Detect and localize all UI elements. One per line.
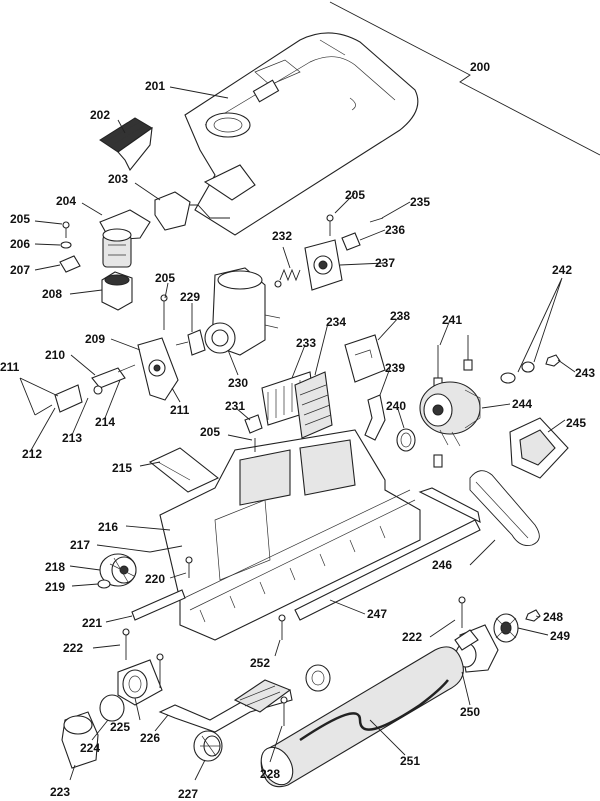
- part-226-linkage: [158, 679, 293, 733]
- part-label-231: 231: [225, 399, 245, 413]
- part-245: [509, 417, 569, 479]
- part-238: [344, 334, 386, 383]
- part-218-wheel: [99, 553, 137, 587]
- part-232-spring: [279, 268, 301, 282]
- part-label-200: 200: [470, 60, 490, 74]
- part-221-bar: [131, 589, 186, 621]
- part-229: [187, 329, 206, 356]
- parts-242-243: [500, 354, 561, 384]
- part-251-brush-roll: [260, 646, 464, 788]
- part-label-227: 227: [178, 787, 198, 801]
- part-label-215: 215: [112, 461, 132, 475]
- part-230-fan-housing: [204, 267, 281, 356]
- part-208: [101, 271, 133, 311]
- part-label-251: 251: [400, 754, 420, 768]
- part-label-204: 204: [56, 194, 76, 208]
- part-label-243: 243: [575, 366, 595, 380]
- part-label-244: 244: [512, 397, 532, 411]
- part-label-239: 239: [385, 361, 405, 375]
- part-label-229: 229: [180, 290, 200, 304]
- part-label-202: 202: [90, 108, 110, 122]
- part-label-238: 238: [390, 309, 410, 323]
- part-label-226: 226: [140, 731, 160, 745]
- part-label-224: 224: [80, 741, 100, 755]
- part-label-232: 232: [272, 229, 292, 243]
- part-234-filter: [294, 371, 333, 439]
- part-label-246: 246: [432, 558, 452, 572]
- part-239: [364, 394, 386, 441]
- part-label-235: 235: [410, 195, 430, 209]
- part-label-211b: 211: [170, 403, 190, 417]
- part-249-gear: [493, 613, 519, 643]
- part-204-motor-housing: [99, 209, 151, 268]
- part-label-252: 252: [250, 656, 270, 670]
- part-215: [148, 447, 220, 493]
- part-247-bar: [294, 519, 481, 621]
- part-label-230: 230: [228, 376, 248, 390]
- part-209-bracket: [137, 294, 179, 401]
- part-246-belt: [469, 470, 540, 546]
- part-label-205b: 205: [155, 271, 175, 285]
- part-label-210: 210: [45, 348, 65, 362]
- part-label-247: 247: [367, 607, 387, 621]
- part-label-245: 245: [566, 416, 586, 430]
- part-202: [99, 117, 153, 172]
- part-label-241: 241: [442, 313, 462, 327]
- part-label-206: 206: [10, 237, 30, 251]
- part-label-214: 214: [95, 415, 115, 429]
- switch-assembly: [34, 364, 136, 416]
- part-label-248: 248: [543, 610, 563, 624]
- part-label-216: 216: [98, 520, 118, 534]
- part-label-217: 217: [70, 538, 90, 552]
- part-label-242: 242: [552, 263, 572, 277]
- part-label-220: 220: [145, 572, 165, 586]
- part-label-222b: 222: [402, 630, 422, 644]
- part-drawings: [34, 1, 600, 788]
- part-237-plate: [304, 239, 343, 291]
- part-label-250: 250: [460, 705, 480, 719]
- part-label-203: 203: [108, 172, 128, 186]
- part-label-218: 218: [45, 560, 65, 574]
- part-label-249: 249: [550, 629, 570, 643]
- part-label-213: 213: [62, 431, 82, 445]
- part-number-labels: 200 201 202 203 204 205 206 207 208 205 …: [0, 60, 595, 801]
- part-label-212: 212: [22, 447, 42, 461]
- part-label-205d: 205: [200, 425, 220, 439]
- part-label-201: 201: [145, 79, 165, 93]
- part-label-228: 228: [260, 767, 280, 781]
- fasteners-left: [59, 221, 81, 273]
- part-label-209: 209: [85, 332, 105, 346]
- part-label-222: 222: [63, 641, 83, 655]
- part-label-240: 240: [386, 399, 406, 413]
- part-label-208: 208: [42, 287, 62, 301]
- part-label-211: 211: [0, 360, 20, 374]
- part-label-207: 207: [10, 263, 30, 277]
- leader-lines: [19, 86, 576, 781]
- part-label-221: 221: [82, 616, 102, 630]
- part-label-205: 205: [10, 212, 30, 226]
- part-base-housing: [159, 429, 421, 641]
- part-227-wheel: [193, 730, 223, 762]
- part-201-top-cover: [184, 32, 419, 236]
- part-label-233: 233: [296, 336, 316, 350]
- part-label-236: 236: [385, 223, 405, 237]
- part-203: [154, 191, 191, 231]
- part-label-237: 237: [375, 256, 395, 270]
- part-label-219: 219: [45, 580, 65, 594]
- part-244-motor: [419, 381, 481, 447]
- part-label-223: 223: [50, 785, 70, 799]
- part-label-225: 225: [110, 720, 130, 734]
- part-label-205c: 205: [345, 188, 365, 202]
- part-225-bracket: [117, 653, 164, 706]
- part-label-234: 234: [326, 315, 346, 329]
